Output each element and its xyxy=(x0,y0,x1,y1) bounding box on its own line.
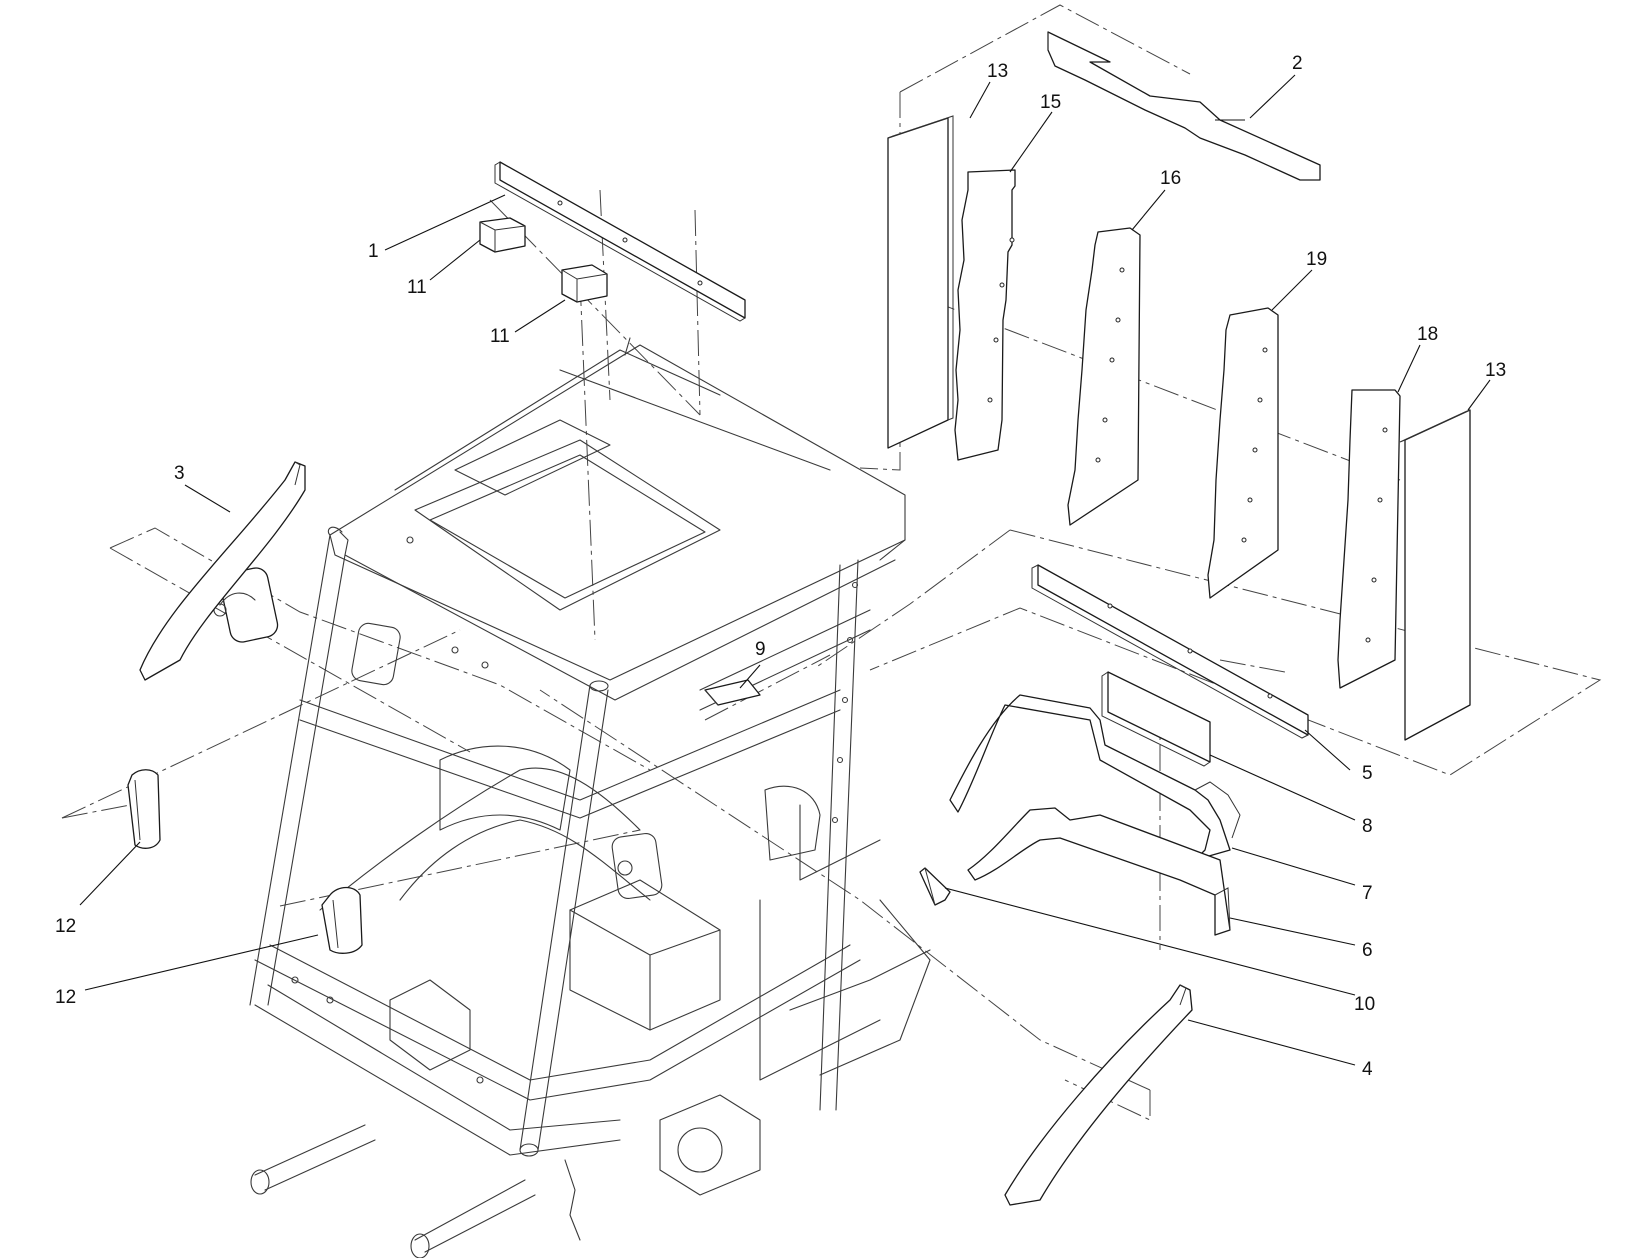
part-4-right-side-strip xyxy=(1004,984,1193,1206)
part-12-mirror-lower xyxy=(321,886,363,954)
part-13-right-panel xyxy=(1399,409,1471,741)
callout-12b: 12 xyxy=(55,987,76,1008)
callout-13a: 13 xyxy=(987,61,1008,82)
part-2-upper-rear-pad xyxy=(1047,31,1321,181)
machine-frame xyxy=(213,337,931,1258)
part-8-pad xyxy=(1101,671,1211,767)
callout-1: 1 xyxy=(368,241,379,262)
leader-lines xyxy=(79,74,1491,1066)
part-13-left-panel xyxy=(887,115,954,449)
callout-9: 9 xyxy=(755,639,766,660)
part-5-rail xyxy=(1031,564,1309,739)
callout-15: 15 xyxy=(1040,92,1061,113)
callout-labels: 1 2 3 4 5 6 7 8 9 10 11 11 12 12 13 13 1… xyxy=(55,53,1506,1080)
callout-11b: 11 xyxy=(490,326,510,347)
callout-11a: 11 xyxy=(407,277,427,298)
part-18-panel xyxy=(1337,389,1401,689)
part-11-clip-b xyxy=(561,264,608,303)
callout-13b: 13 xyxy=(1485,360,1506,381)
callout-3: 3 xyxy=(174,463,185,484)
part-9-wedge xyxy=(704,679,761,706)
part-19-panel xyxy=(1207,307,1279,599)
callout-4: 4 xyxy=(1362,1059,1373,1080)
part-16-panel xyxy=(1067,227,1141,526)
callout-12a: 12 xyxy=(55,916,76,937)
part-10-wedge xyxy=(919,867,951,906)
part-6-lower-bracket xyxy=(967,807,1231,936)
callout-7: 7 xyxy=(1362,883,1373,904)
part-3-left-side-strip xyxy=(139,461,306,681)
callout-10: 10 xyxy=(1354,994,1375,1015)
part-1-top-bar xyxy=(494,161,746,322)
callout-18: 18 xyxy=(1417,324,1438,345)
callout-19: 19 xyxy=(1306,249,1327,270)
callout-16: 16 xyxy=(1160,168,1181,189)
callout-8: 8 xyxy=(1362,816,1373,837)
part-15-panel xyxy=(954,169,1016,461)
part-11-clip-a xyxy=(479,217,526,253)
callout-5: 5 xyxy=(1362,763,1373,784)
callout-2: 2 xyxy=(1292,53,1303,74)
callout-6: 6 xyxy=(1362,940,1373,961)
part-12-mirror-left xyxy=(127,769,161,849)
